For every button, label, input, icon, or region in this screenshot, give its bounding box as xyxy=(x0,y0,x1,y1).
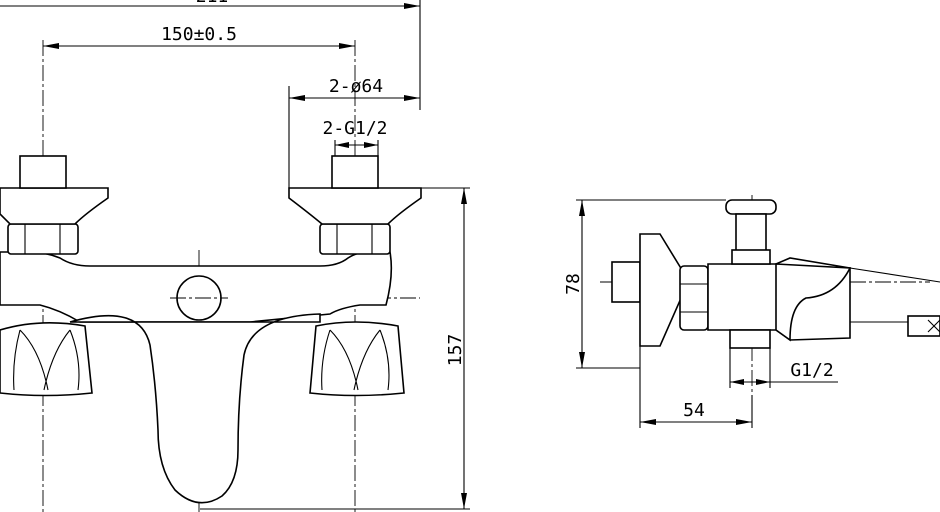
dim-escutcheon: 2-ø64 xyxy=(288,76,420,188)
dim-outlet-label: G1/2 xyxy=(790,360,833,381)
dim-height-label: 157 xyxy=(445,334,466,367)
side-escutcheon xyxy=(639,233,683,347)
left-handle xyxy=(0,322,93,397)
dim-side-height: 78 xyxy=(563,199,726,369)
dim-side-depth: 54 xyxy=(639,346,753,428)
left-connection xyxy=(0,155,109,255)
dim-overall-width: 211 xyxy=(0,0,421,110)
side-spout-tip xyxy=(907,315,940,337)
dim-side-height-label: 78 xyxy=(563,273,584,295)
side-diverter xyxy=(725,199,777,265)
spout-body xyxy=(69,313,321,504)
right-handle xyxy=(309,321,405,397)
dim-overall-width-label: 211 xyxy=(196,0,229,7)
side-outlet xyxy=(729,329,771,349)
dim-height: 157 xyxy=(200,187,470,510)
side-nut xyxy=(679,265,709,331)
dim-escutcheon-label: 2-ø64 xyxy=(329,76,383,97)
dim-thread: 2-G1/2 xyxy=(322,118,388,156)
dim-center-distance-label: 150±0.5 xyxy=(161,24,237,45)
dim-thread-label: 2-G1/2 xyxy=(322,118,387,139)
side-handle xyxy=(775,263,852,342)
dim-outlet: G1/2 xyxy=(729,348,838,388)
dim-side-depth-label: 54 xyxy=(683,400,705,421)
front-view: 211 150±0.5 2-ø64 2-G1/2 xyxy=(0,0,470,512)
side-thread-stub xyxy=(611,261,641,303)
side-view: 78 G1/2 54 xyxy=(563,195,940,428)
right-connection xyxy=(288,155,422,255)
dim-center-distance: 150±0.5 xyxy=(43,24,355,49)
